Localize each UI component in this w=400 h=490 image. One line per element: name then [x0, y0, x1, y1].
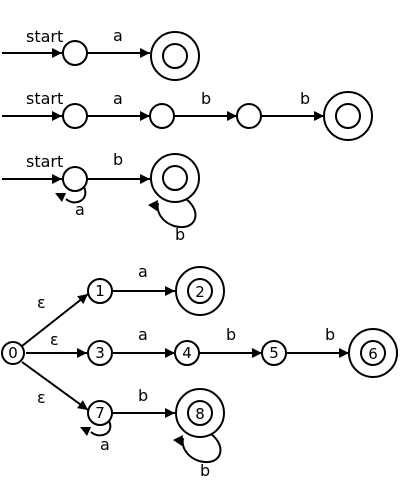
state-node	[62, 40, 88, 66]
state-label: 5	[269, 344, 279, 362]
edge-label: a	[138, 262, 148, 281]
edge-label: ε	[37, 293, 46, 312]
edge-label: b	[113, 150, 123, 169]
accepting-state-inner-ring	[187, 278, 213, 304]
self-loop-edge	[181, 433, 222, 464]
accepting-state-node	[323, 91, 373, 141]
state-label: 8	[195, 405, 205, 423]
combined-nfa: ε ε ε 0 1 a 2 3 a 4 b 5 b 6 7	[1, 262, 398, 480]
edge-label: b	[300, 89, 310, 108]
automaton-a: start a	[2, 26, 200, 81]
edge-label: ε	[50, 330, 59, 349]
accepting-state-inner-ring	[360, 340, 386, 366]
state-label: 1	[95, 282, 105, 300]
accepting-state-inner-ring	[335, 103, 361, 129]
edge-label: b	[226, 325, 236, 344]
state-node	[236, 103, 262, 129]
epsilon-edge	[21, 293, 89, 347]
self-loop-edge	[65, 186, 87, 204]
start-label: start	[26, 27, 63, 46]
nfa-state-0	[1, 341, 25, 365]
self-loop-arrowhead	[173, 435, 183, 446]
edge-label: b	[200, 461, 210, 480]
nfa-state-8	[175, 388, 225, 438]
start-label: start	[26, 152, 63, 171]
edge-label: b	[175, 225, 185, 244]
self-loop-arrowhead	[55, 193, 66, 202]
edge-label: a	[100, 435, 110, 454]
edge-label: a	[113, 89, 123, 108]
state-label: 0	[8, 344, 18, 362]
self-loop-arrowhead	[148, 200, 158, 211]
state-node	[149, 103, 175, 129]
state-label: 2	[195, 283, 205, 301]
automaton-abb: start a b b	[2, 89, 373, 141]
accepting-state-node	[150, 153, 200, 203]
start-label: start	[26, 89, 63, 108]
accepting-state-inner-ring	[187, 400, 213, 426]
edge-label: b	[201, 89, 211, 108]
state-label: 6	[368, 345, 378, 363]
self-loop-edge	[156, 198, 197, 229]
edge-label: ε	[37, 388, 46, 407]
epsilon-edge	[21, 361, 89, 411]
edge-label: a	[75, 200, 85, 219]
edge-label: b	[325, 325, 335, 344]
nfa-state-6	[348, 328, 398, 378]
edge-label: a	[138, 325, 148, 344]
state-label: 4	[182, 344, 192, 362]
nfa-state-2	[175, 266, 225, 316]
self-loop-arrowhead	[80, 427, 91, 436]
accepting-state-inner-ring	[162, 165, 188, 191]
edge-label: b	[138, 386, 148, 405]
state-node	[62, 103, 88, 129]
automaton-a-star-b-plus: start a b b	[2, 150, 200, 244]
self-loop-edge	[90, 420, 112, 437]
accepting-state-inner-ring	[162, 43, 188, 69]
accepting-state-node	[150, 31, 200, 81]
state-label: 3	[95, 344, 105, 362]
state-label: 7	[95, 404, 105, 422]
edge-label: a	[113, 26, 123, 45]
